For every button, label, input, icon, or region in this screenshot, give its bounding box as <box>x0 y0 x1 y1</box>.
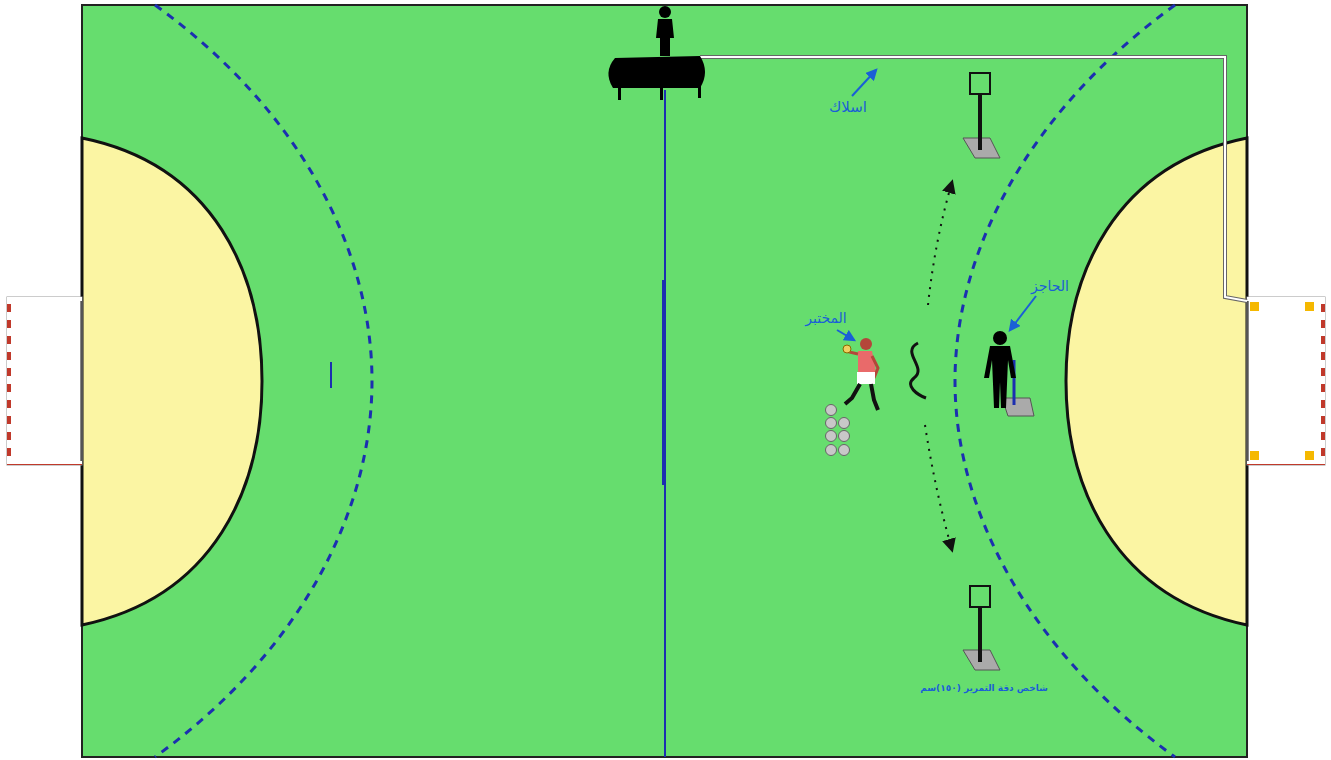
passing-target <box>963 586 1000 670</box>
substitution-mark <box>662 280 666 485</box>
ball-stack <box>826 405 850 456</box>
wires-label: اسلاك <box>829 99 867 116</box>
movement-arrow <box>928 182 952 305</box>
tester-figure <box>843 338 878 410</box>
wire <box>700 57 1247 301</box>
free-throw-line <box>955 5 1175 757</box>
leader-arrow <box>852 70 876 96</box>
control-table <box>608 6 705 100</box>
blocker-label: الحاجز <box>1031 278 1069 294</box>
target-label: شاخص دقة التمرير (١٥٠)سم <box>920 683 1048 693</box>
movement-arrow <box>925 425 952 550</box>
center-line <box>664 90 666 757</box>
tester-label: المختبر <box>805 310 846 326</box>
seven-metre-mark <box>330 362 332 388</box>
wire <box>700 57 1247 301</box>
passing-target <box>963 73 1000 158</box>
right-goal <box>1247 297 1325 465</box>
goal-area <box>82 138 262 625</box>
court-floor <box>82 5 1247 757</box>
goal-area <box>1066 138 1247 625</box>
left-goal <box>7 297 82 465</box>
leader-arrow <box>1010 296 1036 330</box>
leader-arrow <box>837 330 854 340</box>
feint-curve <box>911 343 926 398</box>
free-throw-line <box>155 5 372 757</box>
blocker-figure <box>984 331 1034 416</box>
